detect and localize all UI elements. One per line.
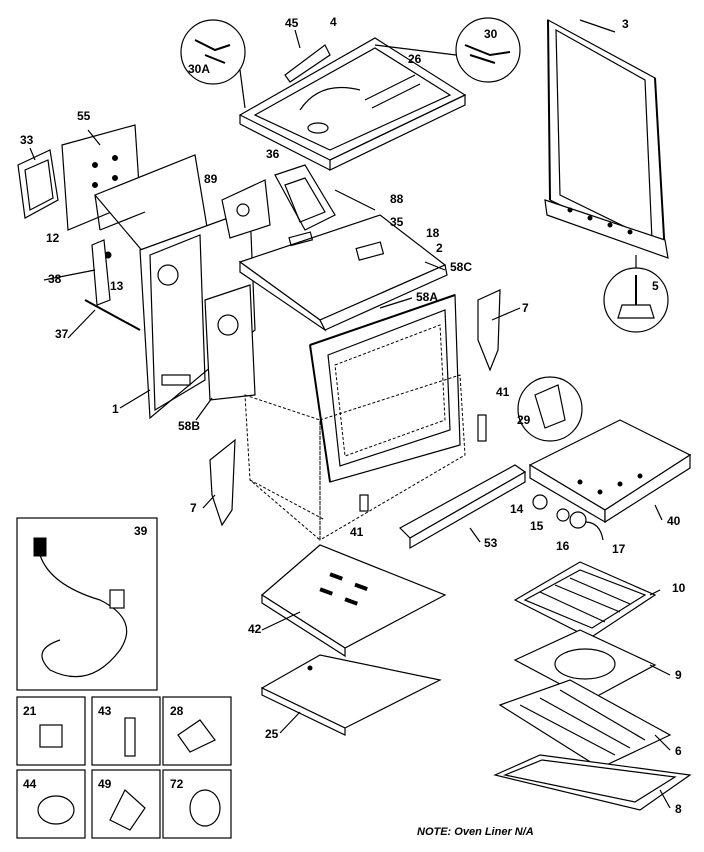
label-9: 9 (675, 668, 682, 682)
label-35: 35 (390, 215, 404, 229)
part-40-element-cover (528, 419, 692, 524)
part-36-duct (274, 164, 336, 231)
label-10: 10 (672, 581, 686, 595)
label-5: 5 (652, 279, 659, 293)
part-30a-detail (180, 19, 246, 109)
part-89-thermostat (221, 179, 271, 239)
part-14-knob (532, 494, 548, 510)
label-33: 33 (20, 133, 34, 147)
label-58a: 58A (416, 290, 438, 304)
label-4: 4 (330, 15, 337, 29)
label-6: 6 (675, 744, 682, 758)
label-49: 49 (98, 777, 112, 791)
part-39-cord-box (16, 517, 158, 691)
lower-frame (244, 374, 466, 542)
label-26: 26 (408, 52, 422, 66)
oven-liner-note: NOTE: Oven Liner N/A (417, 826, 534, 838)
label-53: 53 (484, 536, 498, 550)
part-72-bushing (189, 789, 221, 827)
part-35-cooktop (238, 214, 448, 332)
part-6-oven-rack (498, 679, 672, 769)
part-4-top-panel (238, 37, 467, 171)
label-40: 40 (667, 514, 681, 528)
label-30a: 30A (188, 62, 210, 76)
main-body-left (84, 154, 256, 420)
label-42: 42 (248, 622, 262, 636)
label-29: 29 (517, 413, 531, 427)
label-36: 36 (266, 147, 280, 161)
label-41a: 41 (496, 385, 510, 399)
part-7-hinge-lower (209, 438, 236, 527)
label-3: 3 (622, 17, 629, 31)
part-30-detail (374, 17, 521, 83)
label-28: 28 (170, 704, 184, 718)
label-45: 45 (285, 16, 299, 30)
label-58c: 58C (450, 260, 472, 274)
part-58a-oven-front (309, 294, 461, 483)
label-58b: 58B (178, 419, 200, 433)
label-55: 55 (77, 109, 91, 123)
small-parts-grid (16, 696, 232, 839)
label-88: 88 (390, 192, 404, 206)
part-41-clip-lower (359, 494, 369, 512)
part-44-cap (37, 795, 75, 825)
label-17: 17 (612, 542, 626, 556)
part-21-knob (39, 724, 63, 748)
label-21: 21 (23, 704, 37, 718)
label-44: 44 (23, 777, 37, 791)
label-12: 12 (46, 231, 60, 245)
label-1: 1 (112, 402, 119, 416)
label-7a: 7 (522, 301, 529, 315)
label-38: 38 (48, 272, 62, 286)
label-39: 39 (134, 524, 148, 538)
label-72: 72 (170, 777, 184, 791)
label-43: 43 (98, 704, 112, 718)
part-43-screw (124, 717, 136, 757)
part-41-clip-upper (477, 414, 487, 442)
part-45-strip (284, 44, 331, 83)
label-18: 18 (426, 226, 440, 240)
part-8-tray (493, 754, 692, 811)
part-7-hinge-upper (477, 289, 501, 372)
leader-lines (43, 261, 671, 809)
label-25: 25 (265, 727, 279, 741)
label-8: 8 (675, 802, 682, 816)
part-25-panel (260, 654, 442, 736)
label-41b: 41 (350, 525, 364, 539)
label-89: 89 (204, 172, 218, 186)
part-49-bracket (109, 789, 146, 831)
part-33-bracket (17, 147, 59, 219)
label-37: 37 (55, 327, 69, 341)
part-15-washer (556, 508, 570, 522)
part-3-side-panel (544, 18, 669, 259)
part-28-clip (177, 719, 216, 753)
part-16-lens (569, 511, 587, 529)
part-29-detail (517, 376, 583, 442)
part-5-leveling-leg (603, 255, 669, 333)
label-7b: 7 (190, 501, 197, 515)
label-15: 15 (530, 519, 544, 533)
part-42-bottom-panel (260, 544, 447, 658)
label-30: 30 (484, 27, 498, 41)
label-13: 13 (110, 279, 124, 293)
part-labels: 3 4 45 30 30A 26 33 55 12 36 89 88 35 18… (20, 15, 686, 816)
label-2: 2 (436, 241, 443, 255)
label-16: 16 (556, 539, 570, 553)
label-14: 14 (510, 502, 524, 516)
part-17-bulb-wire (584, 521, 604, 541)
part-10-broil-grid (513, 561, 657, 639)
part-53-front-rail (399, 464, 527, 550)
